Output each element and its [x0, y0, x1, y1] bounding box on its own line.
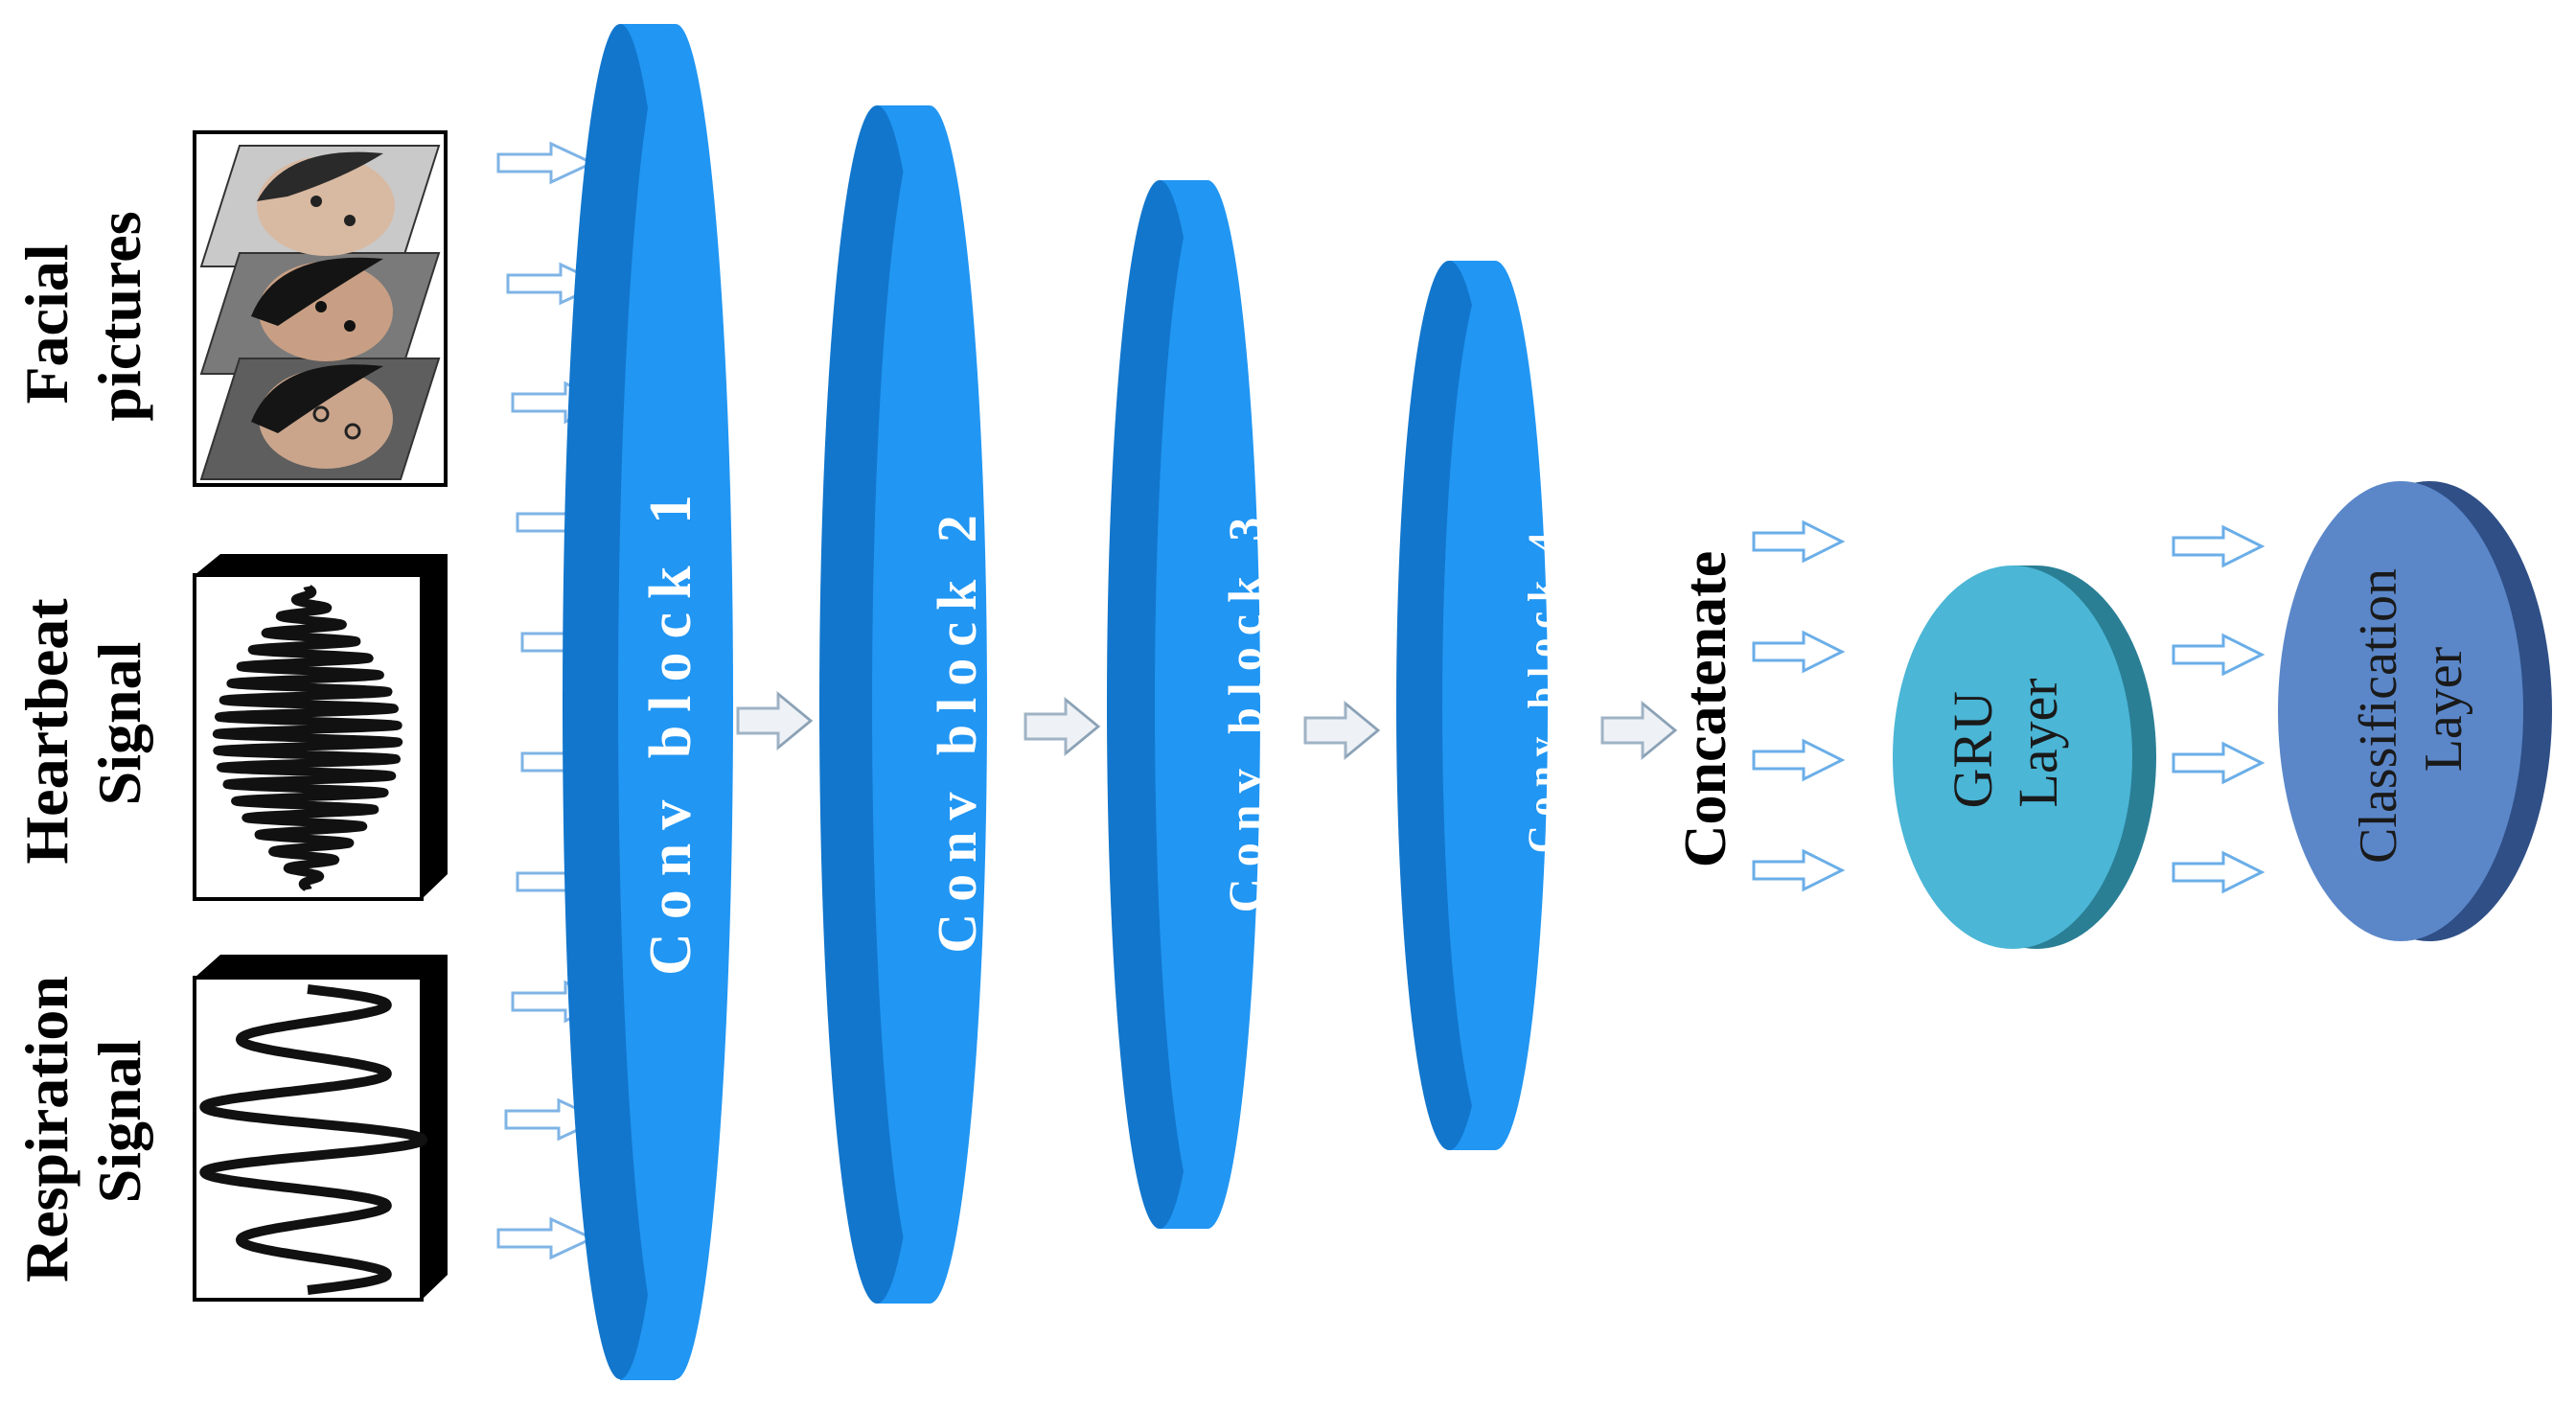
connector-arrow-icon [736, 692, 813, 750]
conv-block-4-label: Conv block 4 [1520, 523, 1563, 854]
gru-to-classification-arrows [2172, 525, 2264, 893]
concatenate-label: Concatenate [1673, 551, 1738, 868]
input-arrow-icon [496, 1217, 594, 1259]
conv-block-3: Conv block 3 [1107, 180, 1272, 1229]
arrow-icon [2172, 634, 2264, 676]
arrow-icon [2172, 851, 2264, 893]
gru-layer-label: GRU Layer [1942, 678, 2069, 809]
classification-layer-label: Classification Layer [2349, 555, 2473, 864]
conv-block-1-label: Conv block 1 [638, 481, 703, 976]
face-icon [257, 151, 395, 256]
face-icon [251, 257, 393, 361]
connector-arrow-icon [1600, 702, 1677, 759]
heartbeat-signal-label: Heartbeat Signal [12, 583, 153, 864]
arrow-icon [2172, 525, 2264, 567]
connector-arrow-icon [1024, 698, 1100, 755]
conv-block-1: Conv block 1 [563, 24, 733, 1380]
concat-to-gru-arrows [1752, 520, 1844, 891]
arrow-icon [1752, 520, 1844, 563]
respiration-signal-label: Respiration Signal [12, 960, 153, 1282]
arrow-icon [1752, 631, 1844, 673]
connector-arrow-icon [1303, 702, 1380, 759]
conv-block-4: Conv block 4 [1396, 261, 1563, 1150]
arrow-icon [2172, 742, 2264, 784]
facial-pictures-image [193, 130, 448, 487]
classification-layer: Classification Layer [2278, 481, 2552, 941]
respiration-signal-image [193, 955, 448, 1302]
arrow-icon [1752, 849, 1844, 891]
heartbeat-signal-image [193, 554, 448, 901]
conv-block-2: Conv block 2 [819, 105, 988, 1304]
face-icon [251, 364, 393, 469]
conv-block-2-label: Conv block 2 [926, 503, 988, 954]
input-arrow-icon [496, 142, 594, 184]
facial-pictures-label: Facial pictures [12, 211, 153, 421]
arrow-icon [1752, 739, 1844, 781]
gru-layer: GRU Layer [1893, 566, 2156, 949]
conv-block-3-label: Conv block 3 [1218, 506, 1272, 913]
